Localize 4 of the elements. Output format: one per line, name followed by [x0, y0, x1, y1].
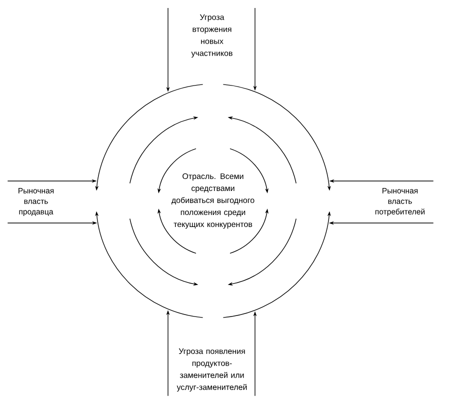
force-label: Угроза появления продуктов-заменителей или услуг-заменителей: [176, 348, 247, 392]
center-text: Отрасль. Всеми средствами добиваться выгодного положения среди текущих конкурентов: [172, 173, 254, 229]
rings-drawing: [95, 84, 331, 318]
force-label: Угроза вторжения новых участников: [191, 14, 232, 58]
